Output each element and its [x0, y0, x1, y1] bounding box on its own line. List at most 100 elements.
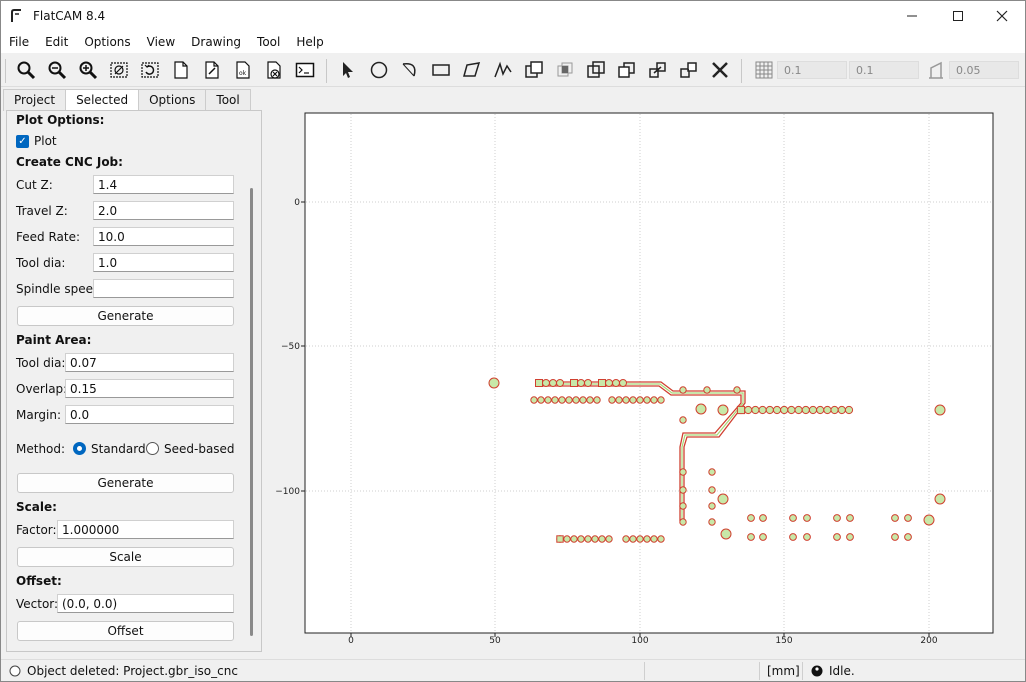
path-tool-button[interactable] — [492, 59, 514, 81]
x-tick-label: 150 — [775, 636, 792, 646]
pcb-pad — [650, 396, 658, 404]
pcb-pad — [816, 405, 825, 415]
tab-options[interactable]: Options — [138, 89, 207, 111]
travel-z-input[interactable]: 2.0 — [93, 201, 234, 220]
pcb-pad — [679, 386, 687, 394]
select-tool-button[interactable] — [337, 59, 359, 81]
zoom-fit-button[interactable] — [15, 59, 37, 81]
new-geometry-button[interactable] — [170, 59, 192, 81]
offset-vector-input[interactable]: (0.0, 0.0) — [57, 594, 234, 613]
close-button[interactable] — [979, 1, 1025, 31]
cut-z-input[interactable]: 1.4 — [93, 175, 234, 194]
intersection-tool-button[interactable] — [554, 59, 576, 81]
replot-button[interactable] — [139, 59, 161, 81]
pcb-pad — [577, 535, 585, 543]
pcb-pad — [558, 396, 566, 404]
pcb-pad-square — [556, 535, 564, 543]
new-file-icon — [174, 61, 188, 79]
pcb-pad — [563, 535, 571, 543]
method-seed-radio[interactable] — [146, 442, 159, 455]
update-geometry-button[interactable]: ok — [232, 59, 254, 81]
toolbar: ok — [1, 53, 1025, 87]
cnc-heading: Create CNC Job: — [16, 155, 123, 169]
menu-drawing[interactable]: Drawing — [191, 35, 242, 49]
pcb-pad — [679, 518, 687, 526]
zoom-out-button[interactable] — [46, 59, 68, 81]
pcb-pad — [934, 493, 946, 505]
edit-geometry-button[interactable] — [201, 59, 223, 81]
overlap-input[interactable]: 0.15 — [65, 379, 234, 398]
snap-corner-button[interactable] — [925, 59, 947, 81]
delete-object-button[interactable] — [263, 59, 285, 81]
zoom-out-icon — [48, 61, 67, 80]
selected-panel: Plot Options: ✓ Plot Create CNC Job: Cut… — [6, 110, 262, 652]
feed-rate-input[interactable]: 10.0 — [93, 227, 234, 246]
minimize-button[interactable] — [889, 1, 935, 31]
generate-paint-button[interactable]: Generate — [17, 473, 234, 493]
zoom-in-button[interactable] — [77, 59, 99, 81]
polygon-tool-button[interactable] — [461, 59, 483, 81]
scale-button[interactable]: Scale — [17, 547, 234, 567]
menu-help[interactable]: Help — [296, 35, 324, 49]
grid-y-input[interactable]: 0.1 — [849, 61, 919, 79]
grid-snap-button[interactable] — [753, 59, 775, 81]
generate-cnc-button[interactable]: Generate — [17, 306, 234, 326]
tab-selected[interactable]: Selected — [65, 89, 140, 112]
clear-plot-button[interactable] — [108, 59, 130, 81]
shell-button[interactable] — [294, 59, 316, 81]
union-tool-button[interactable] — [523, 59, 545, 81]
pcb-pad — [605, 379, 613, 387]
tool-dia-input[interactable]: 1.0 — [93, 253, 234, 272]
cut-path-button[interactable] — [647, 59, 669, 81]
margin-input[interactable]: 0.0 — [65, 405, 234, 424]
delete-shape-button[interactable] — [709, 59, 731, 81]
menu-view[interactable]: View — [146, 35, 176, 49]
paint-tool-dia-input[interactable]: 0.07 — [65, 353, 234, 372]
edit-file-icon — [205, 61, 219, 79]
zoom-fit-icon — [17, 61, 36, 80]
pcb-pad — [747, 514, 755, 522]
grid-x-input[interactable]: 0.1 — [777, 61, 847, 79]
plot-checkbox[interactable]: ✓ — [16, 135, 29, 148]
pcb-pad — [577, 379, 585, 387]
title-bar: FlatCAM 8.4 — [1, 1, 1025, 31]
method-standard-radio[interactable] — [73, 442, 86, 455]
scale-factor-input[interactable]: 1.000000 — [57, 520, 234, 539]
pcb-pad — [530, 396, 538, 404]
menu-tool[interactable]: Tool — [257, 35, 281, 49]
snap-max-input[interactable]: 0.05 — [949, 61, 1019, 79]
menu-file[interactable]: File — [9, 35, 30, 49]
maximize-button[interactable] — [935, 1, 981, 31]
pcb-pad — [584, 379, 592, 387]
pcb-pad-square — [535, 379, 543, 387]
toolbar-separator — [741, 59, 742, 83]
method-seed-label: Seed-based — [164, 442, 235, 456]
move-tool-button[interactable] — [678, 59, 700, 81]
circle-tool-button[interactable] — [368, 59, 390, 81]
panel-scrollbar[interactable] — [250, 188, 253, 636]
pcb-pad — [636, 535, 644, 543]
pcb-trace — [539, 385, 742, 521]
delete-icon — [712, 62, 728, 78]
tab-project[interactable]: Project — [3, 89, 67, 111]
rectangle-tool-button[interactable] — [430, 59, 452, 81]
pcb-pad — [717, 404, 729, 416]
status-message: Object deleted: Project.gbr_iso_cnc — [27, 664, 238, 678]
pcb-pad — [759, 533, 767, 541]
arc-tool-button[interactable] — [399, 59, 421, 81]
replot-icon — [141, 62, 159, 78]
pcb-pad — [720, 528, 732, 540]
tab-tool[interactable]: Tool — [205, 89, 251, 111]
pcb-pad — [619, 379, 627, 387]
subtract-tool-button[interactable] — [585, 59, 607, 81]
activity-status: Idle. — [829, 664, 855, 678]
spindle-speed-input[interactable] — [93, 279, 234, 298]
copy-tool-button[interactable] — [616, 59, 638, 81]
pcb-pad — [708, 468, 716, 476]
plot-checkbox-label: Plot — [34, 134, 57, 148]
menu-options[interactable]: Options — [84, 35, 131, 49]
menu-edit[interactable]: Edit — [45, 35, 69, 49]
pcb-pad-square — [736, 405, 746, 415]
offset-button[interactable]: Offset — [17, 621, 234, 641]
